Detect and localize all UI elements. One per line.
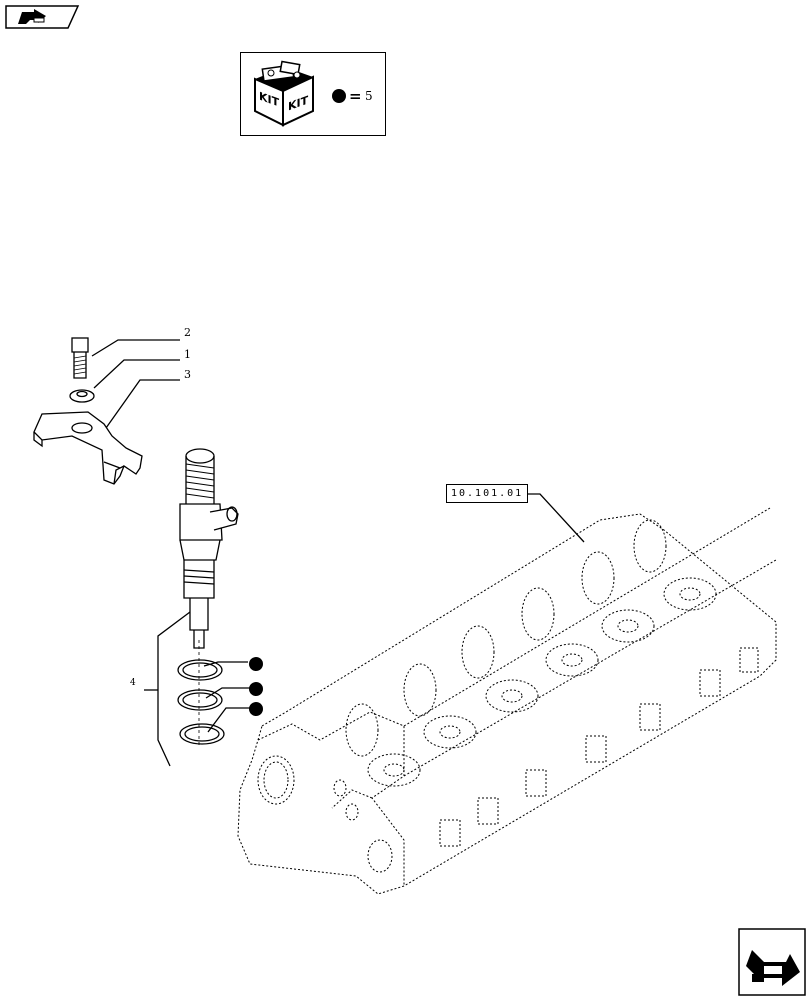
injector-part [179,448,239,649]
o-ring-upper [177,659,223,681]
leader-line-1 [93,359,180,389]
next-page-arrow-icon [738,928,806,996]
kit-dot-upper [249,657,263,671]
screw-part [71,337,89,379]
callout-4: 4 [130,678,137,688]
kit-legend-box: KIT KIT = 5 [240,52,386,136]
next-page-button[interactable] [738,928,806,996]
callout-4-bracket [157,611,191,767]
callout-1: 1 [184,348,192,361]
kit-equals-sign: = [349,87,362,105]
cylinder-head-phantom [237,507,777,895]
previous-page-arrow-icon [5,5,80,29]
kit-legend-dot [332,89,346,103]
reference-link-10-101-01[interactable]: 10.101.01 [446,484,529,503]
leader-line-3 [105,379,180,429]
washer-part [69,389,95,403]
kit-box-icon [254,60,346,127]
leader-line-2 [91,339,180,357]
clamp-bracket-part [33,411,143,485]
previous-page-button[interactable] [4,4,80,30]
o-ring-middle [177,689,223,711]
callout-3: 3 [184,368,192,381]
kit-dot-lower [249,702,263,716]
o-ring-lower [179,723,225,745]
kit-dot-middle [249,682,263,696]
kit-quantity: 5 [365,89,373,103]
callout-2: 2 [184,326,192,339]
